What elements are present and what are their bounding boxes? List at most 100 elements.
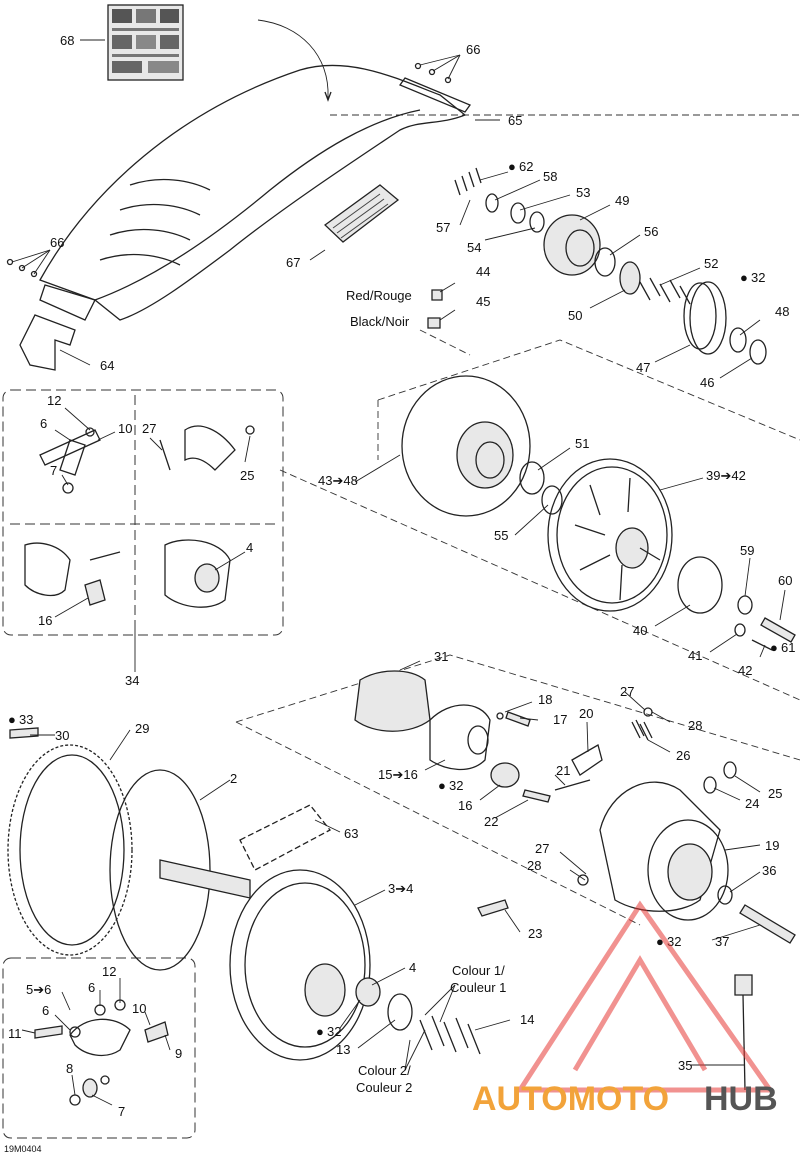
callout-49: 49 bbox=[615, 193, 629, 208]
callout-47: 47 bbox=[636, 360, 650, 375]
callout-45: 45 bbox=[476, 294, 490, 309]
callout-60: 60 bbox=[778, 573, 792, 588]
kit-34-box bbox=[2, 389, 284, 636]
callout-53: 53 bbox=[576, 185, 590, 200]
callout-32-top: 32 bbox=[751, 270, 765, 285]
callout-66-top: 66 bbox=[466, 42, 480, 57]
callout-46: 46 bbox=[700, 375, 714, 390]
callout-62: 62 bbox=[519, 159, 533, 174]
assembly-guides bbox=[235, 114, 800, 926]
callout-16-mid: 16 bbox=[458, 798, 472, 813]
callout-51: 51 bbox=[575, 436, 589, 451]
callout-43-48: 43➔48 bbox=[318, 473, 358, 488]
watermark-text-hub: HUB bbox=[704, 1080, 778, 1118]
callout-15-16: 15➔16 bbox=[378, 767, 418, 782]
callout-50: 50 bbox=[568, 308, 582, 323]
callout-52: 52 bbox=[704, 256, 718, 271]
callout-67: 67 bbox=[286, 255, 300, 270]
oil-drop-icon: ● bbox=[656, 934, 664, 949]
callout-10-kit: 10 bbox=[118, 421, 132, 436]
callout-58: 58 bbox=[543, 169, 557, 184]
callout-20: 20 bbox=[579, 706, 593, 721]
callout-21: 21 bbox=[556, 763, 570, 778]
callout-32-bottom: 32 bbox=[327, 1024, 341, 1039]
leader-lines bbox=[11, 39, 786, 1106]
drive-pulley-parts bbox=[354, 670, 796, 944]
callout-32-mid: 32 bbox=[449, 778, 463, 793]
callout-2: 2 bbox=[230, 771, 237, 786]
callout-6-arm-b: 6 bbox=[42, 1003, 49, 1018]
callout-55: 55 bbox=[494, 528, 508, 543]
oil-drop-icon: ● bbox=[508, 159, 516, 174]
callout-7-kit: 7 bbox=[50, 463, 57, 478]
callout-11: 11 bbox=[8, 1026, 22, 1041]
label-colour-1a: Colour 1/ bbox=[452, 963, 505, 978]
callout-5-6: 5➔6 bbox=[26, 982, 51, 997]
guard-bracket-64 bbox=[19, 314, 76, 371]
callout-39-42: 39➔42 bbox=[706, 468, 746, 483]
warning-label-sticker bbox=[107, 4, 184, 81]
callout-16-kit: 16 bbox=[38, 613, 52, 628]
label-colour-2b: Couleur 2 bbox=[356, 1080, 412, 1095]
ring-gear-and-pulley bbox=[7, 727, 753, 1091]
callout-4-low: 4 bbox=[409, 960, 416, 975]
callout-36: 36 bbox=[762, 863, 776, 878]
callout-30: 30 bbox=[55, 728, 69, 743]
callout-10-arm: 10 bbox=[132, 1001, 146, 1016]
callout-14: 14 bbox=[520, 1012, 534, 1027]
watermark-text-automoto: AUTOMOTO bbox=[472, 1080, 669, 1118]
callout-7-arm: 7 bbox=[118, 1104, 125, 1119]
callout-6-arm-a: 6 bbox=[88, 980, 95, 995]
callout-40: 40 bbox=[633, 623, 647, 638]
watermark: AUTOMOTO HUB bbox=[472, 900, 778, 1118]
callout-63: 63 bbox=[344, 826, 358, 841]
kit-34-contents bbox=[24, 425, 255, 608]
callout-27-mid: 27 bbox=[620, 684, 634, 699]
callout-68: 68 bbox=[60, 33, 74, 48]
callout-25-mid: 25 bbox=[768, 786, 782, 801]
callout-4-kit: 4 bbox=[246, 540, 253, 555]
callout-31: 31 bbox=[434, 649, 448, 664]
oil-drop-icon: ● bbox=[316, 1024, 324, 1039]
watermark-logo-icon bbox=[515, 900, 775, 1093]
callout-42: 42 bbox=[738, 663, 752, 678]
callout-41: 41 bbox=[688, 648, 702, 663]
oil-drop-icon: ● bbox=[8, 712, 16, 727]
driven-pulley-parts bbox=[401, 167, 796, 651]
callout-66-left: 66 bbox=[50, 235, 64, 250]
callouts: 68 66 65 66 67 64 ● 62 58 53 49 57 54 56… bbox=[4, 33, 795, 1154]
label-red: Red/Rouge bbox=[346, 288, 412, 303]
callout-22: 22 bbox=[484, 814, 498, 829]
callout-44: 44 bbox=[476, 264, 490, 279]
oil-drop-icon: ● bbox=[438, 778, 446, 793]
callout-33: 33 bbox=[19, 712, 33, 727]
callout-9: 9 bbox=[175, 1046, 182, 1061]
callout-25-kit: 25 bbox=[240, 468, 254, 483]
callout-8: 8 bbox=[66, 1061, 73, 1076]
callout-54: 54 bbox=[467, 240, 481, 255]
belt-guard bbox=[39, 19, 467, 321]
label-colour-2a: Colour 2/ bbox=[358, 1063, 411, 1078]
label-colour-1b: Couleur 1 bbox=[450, 980, 506, 995]
callout-57: 57 bbox=[436, 220, 450, 235]
callout-48: 48 bbox=[775, 304, 789, 319]
oil-drop-icon: ● bbox=[770, 640, 778, 655]
decal-67 bbox=[323, 184, 400, 243]
callout-12-kit: 12 bbox=[47, 393, 61, 408]
callout-35: 35 bbox=[678, 1058, 692, 1073]
callout-17: 17 bbox=[553, 712, 567, 727]
callout-28-low: 28 bbox=[527, 858, 541, 873]
arm-kit-contents bbox=[34, 999, 169, 1106]
callout-24: 24 bbox=[745, 796, 759, 811]
callout-18: 18 bbox=[538, 692, 552, 707]
label-black: Black/Noir bbox=[350, 314, 410, 329]
callout-59: 59 bbox=[740, 543, 754, 558]
callout-29: 29 bbox=[135, 721, 149, 736]
callout-28-mid: 28 bbox=[688, 718, 702, 733]
callout-23: 23 bbox=[528, 926, 542, 941]
callout-3-4: 3➔4 bbox=[388, 881, 413, 896]
kit-arm-box bbox=[2, 957, 196, 1139]
callout-27-low: 27 bbox=[535, 841, 549, 856]
callout-56: 56 bbox=[644, 224, 658, 239]
callout-27-kit: 27 bbox=[142, 421, 156, 436]
